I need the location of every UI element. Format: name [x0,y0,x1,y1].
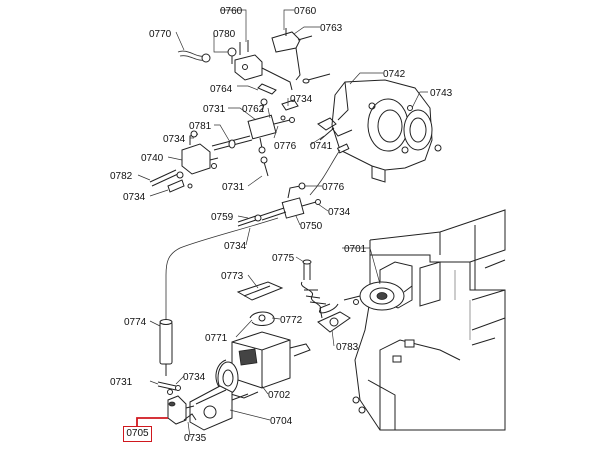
label-0776b: 0776 [322,182,345,193]
label-0770: 0770 [149,29,172,40]
housing-0701 [352,209,506,431]
label-0702: 0702 [268,390,291,401]
lever-0741 [317,117,350,154]
fitting-0734-top [281,99,299,111]
pump-support-0704 [189,385,249,431]
label-0734b: 0734 [163,134,186,145]
pump-0702 [215,331,311,399]
label-0705-highlighted: 0705 [123,426,152,442]
tube-0750-0774 [165,217,279,322]
label-0759: 0759 [211,212,234,223]
label-0782: 0782 [110,171,133,182]
label-0772: 0772 [280,315,303,326]
connector-0774 [159,319,173,376]
label-0781: 0781 [189,121,212,132]
label-0735: 0735 [184,433,207,444]
label-0734c: 0734 [123,192,146,203]
label-0734e: 0734 [224,241,247,252]
label-0780: 0780 [213,29,236,40]
label-0771: 0771 [205,333,228,344]
pin-0776 [260,156,269,177]
clip-0773 [236,281,284,301]
tube-0742-0750 [309,149,341,196]
tube-0781 [211,135,253,151]
label-0773: 0773 [221,271,244,282]
part-labels: 0760 0760 0763 0770 0780 0742 0743 0764 … [110,6,453,444]
highlight-leader-0705 [136,417,168,426]
solenoid-bracket-0763 [271,28,313,81]
pin-0782 [149,169,184,187]
label-0742: 0742 [383,69,406,80]
label-0762: 0762 [242,104,265,115]
label-0775: 0775 [272,253,295,264]
label-0740: 0740 [141,153,164,164]
pin-0759 [237,214,262,227]
label-0734a: 0734 [290,94,313,105]
label-0776a: 0776 [274,141,297,152]
label-0763: 0763 [320,23,343,34]
pin-0731-bottom [157,381,181,391]
pin-0763b [302,73,331,84]
label-0734f: 0734 [183,372,206,383]
cable-0770 [177,50,211,63]
pin-0764 [257,83,277,95]
label-0734d: 0734 [328,207,351,218]
label-0741: 0741 [310,141,333,152]
label-0783: 0783 [336,342,359,353]
label-0760a: 0760 [220,6,243,17]
spring-hose-0775 [300,259,339,314]
leader-lines [137,9,428,438]
label-0731a: 0731 [203,104,226,115]
label-0743: 0743 [430,88,453,99]
flowmeter-0701 [343,281,413,311]
fitting-0734-left [167,179,193,193]
label-0764: 0764 [210,84,233,95]
label-0760b: 0760 [294,6,317,17]
valve-0750 [259,182,321,221]
label-0731b: 0731 [222,182,245,193]
label-0731c: 0731 [110,377,133,388]
valve-0762 [247,98,295,154]
label-0774: 0774 [124,317,147,328]
elbow-0705 [167,389,195,425]
bracket-0783 [317,303,351,333]
label-0750: 0750 [300,221,323,232]
label-0704: 0704 [270,416,293,427]
clip-0735 [183,413,197,421]
boiler-housing-0742 [331,79,442,183]
valve-0740 [181,130,219,175]
clamp-0772 [249,311,275,326]
label-0701: 0701 [344,244,367,255]
solenoid-bracket-0760 [234,40,293,91]
